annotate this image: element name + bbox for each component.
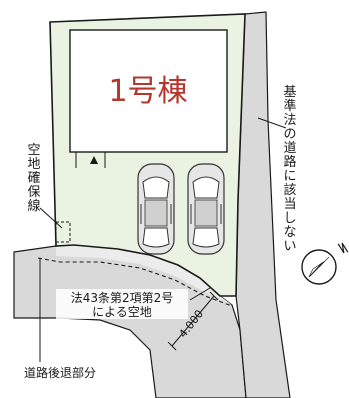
svg-text:保: 保 xyxy=(27,185,40,200)
svg-text:空: 空 xyxy=(27,143,40,158)
building-label: 1号棟 xyxy=(108,74,187,109)
setback-strip xyxy=(56,245,232,305)
leader-setback-confirmation xyxy=(39,207,63,229)
setback-confirmation-label: 空 地 確 保 線 xyxy=(27,143,40,214)
leader-art43 xyxy=(189,287,211,301)
north-arrow-icon xyxy=(301,242,349,285)
svg-text:線: 線 xyxy=(27,198,40,214)
svg-text:該: 該 xyxy=(283,182,296,198)
svg-text:路: 路 xyxy=(283,154,296,170)
setback-box xyxy=(55,221,71,243)
svg-text:い: い xyxy=(283,239,296,254)
svg-text:の: の xyxy=(283,127,296,142)
svg-text:地: 地 xyxy=(27,157,40,172)
art43-label-line1: 法43条第2項第2号 xyxy=(71,291,174,305)
leader-road-right xyxy=(257,117,287,129)
svg-text:基: 基 xyxy=(283,85,296,100)
svg-text:に: に xyxy=(283,169,296,184)
road-right-label: 基 準 法 の 道 路 に 該 当 し な い xyxy=(283,85,296,254)
svg-text:道: 道 xyxy=(283,141,296,156)
setback-dashed-line xyxy=(37,257,233,307)
road-right xyxy=(235,11,291,398)
svg-text:準: 準 xyxy=(283,98,296,114)
svg-text:当: 当 xyxy=(283,197,296,212)
svg-text:法: 法 xyxy=(283,113,296,128)
svg-text:し: し xyxy=(283,211,296,226)
entrance-triangle-icon xyxy=(90,156,98,164)
car-1-icon xyxy=(137,163,175,255)
art43-label-line2: による空地 xyxy=(92,305,152,319)
car-2-icon xyxy=(187,163,225,255)
svg-text:な: な xyxy=(283,225,296,240)
road-setback-label: 道路後退部分 xyxy=(24,365,96,380)
art43-label-bg xyxy=(56,289,188,319)
svg-text:確: 確 xyxy=(27,170,40,186)
building-footprint xyxy=(69,29,228,153)
